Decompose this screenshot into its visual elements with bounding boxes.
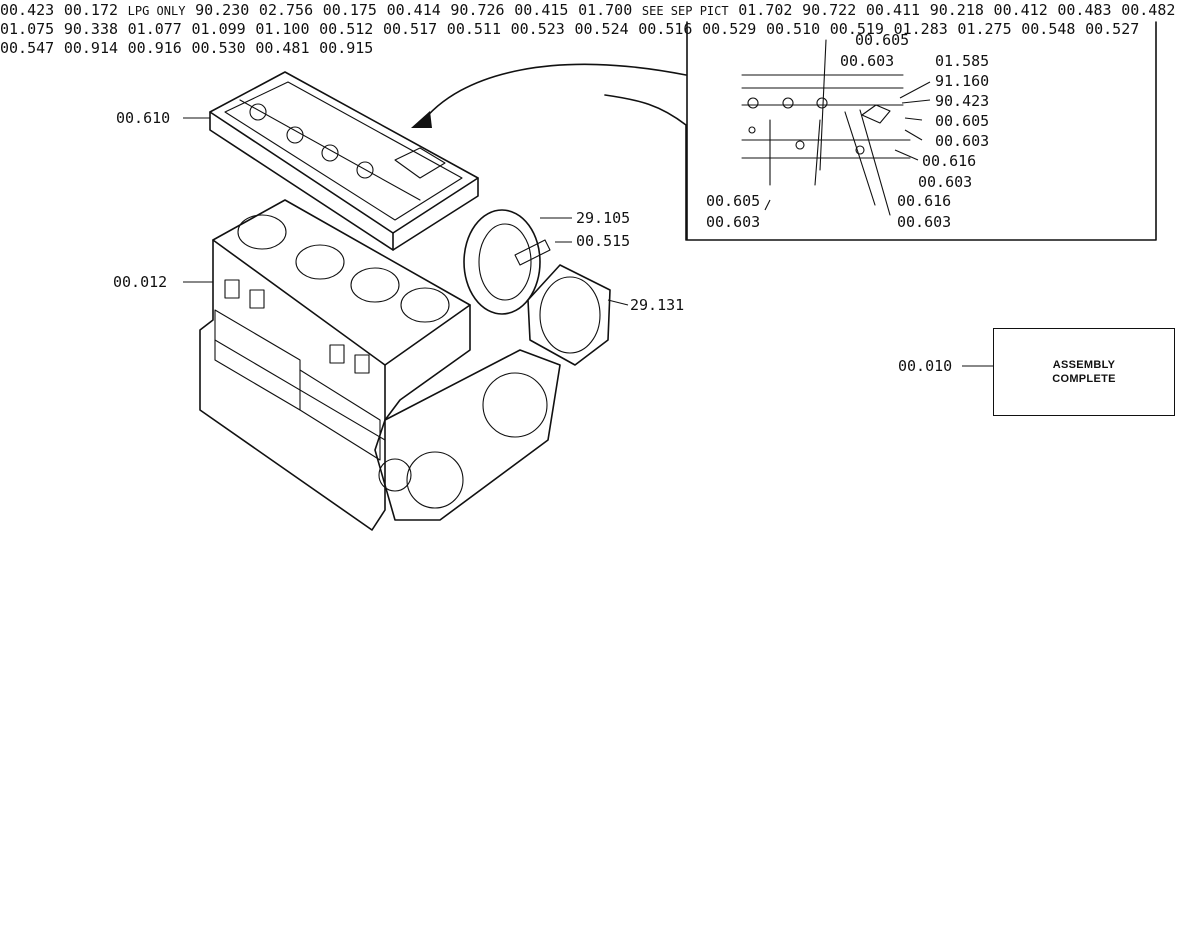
inset-label-6: 00.605 <box>935 112 989 130</box>
label-90-230: 90.230 <box>195 1 250 19</box>
label-00-483: 00.483 <box>1057 1 1112 19</box>
label-00-172: 00.172 <box>63 1 119 19</box>
label-00-511: 00.511 <box>446 20 501 38</box>
label-00-914: 00.914 <box>63 39 119 57</box>
label-00-412: 00.412 <box>993 1 1048 19</box>
label-00-010: 00.010 <box>898 357 952 375</box>
inset-label-8: 00.616 <box>922 152 976 170</box>
label-01-075: 01.075 <box>0 20 55 38</box>
label-lpg-only: LPG ONLY <box>127 4 186 18</box>
inset-label-1: 00.605 <box>855 31 909 49</box>
label-00-610: 00.610 <box>116 109 170 127</box>
inset-detail: 00.605 00.603 01.585 91.160 90.423 00.60… <box>411 21 1157 241</box>
label-01-700: 01.700 <box>578 1 633 19</box>
label-01-099: 01.099 <box>191 20 246 38</box>
label-00-512: 00.512 <box>319 20 374 38</box>
label-29-105: 29.105 <box>576 209 630 227</box>
label-90-218: 90.218 <box>929 1 984 19</box>
label-90-726: 90.726 <box>450 1 505 19</box>
label-01-275: 01.275 <box>957 20 1012 38</box>
label-01-100: 01.100 <box>255 20 310 38</box>
inset-label-7: 00.603 <box>935 132 989 150</box>
inset-label-11: 00.603 <box>897 213 951 231</box>
inset-arrow <box>419 63 687 126</box>
label-00-548: 00.548 <box>1021 20 1076 38</box>
inset-label-9: 00.603 <box>918 173 972 191</box>
label-00-411: 00.411 <box>865 1 921 19</box>
assembly-line-1: ASSEMBLY <box>1052 359 1116 371</box>
label-00-517: 00.517 <box>382 20 438 38</box>
engine-block-drawing <box>199 199 471 531</box>
label-02-756: 02.756 <box>258 1 314 19</box>
label-00-482: 00.482 <box>1121 1 1176 19</box>
inset-label-12: 00.605 <box>706 192 760 210</box>
inset-arrowhead <box>411 111 432 128</box>
label-00-915: 00.915 <box>319 39 374 57</box>
label-00-481: 00.481 <box>255 39 310 57</box>
label-see-sep-pict: SEE SEP PICT <box>641 4 729 18</box>
label-90-338: 90.338 <box>63 20 119 38</box>
label-00-423: 00.423 <box>0 1 55 19</box>
label-00-527: 00.527 <box>1085 20 1140 38</box>
inset-label-5: 90.423 <box>935 92 989 110</box>
label-00-175: 00.175 <box>322 1 377 19</box>
label-00-516: 00.516 <box>638 20 693 38</box>
inset-label-10: 00.616 <box>897 192 951 210</box>
label-00-547: 00.547 <box>0 39 55 57</box>
label-00-414: 00.414 <box>386 1 441 19</box>
inset-frame <box>686 21 1157 241</box>
label-29-131: 29.131 <box>630 296 684 314</box>
label-00-916: 00.916 <box>127 39 182 57</box>
label-00-519: 00.519 <box>829 20 884 38</box>
label-01-702: 01.702 <box>738 1 793 19</box>
label-00-523: 00.523 <box>510 20 565 38</box>
label-01-283: 01.283 <box>893 20 948 38</box>
label-00-524: 00.524 <box>574 20 629 38</box>
label-01-077: 01.077 <box>127 20 182 38</box>
inset-label-4: 91.160 <box>935 72 989 90</box>
assembly-complete-label: ASSEMBLY COMPLETE <box>993 328 1175 416</box>
inset-label-3: 01.585 <box>935 52 989 70</box>
inset-bracket <box>604 94 687 241</box>
inset-label-13: 00.603 <box>706 213 760 231</box>
pulley-drawing <box>463 209 551 315</box>
label-00-510: 00.510 <box>765 20 821 38</box>
inset-label-2: 00.603 <box>840 52 894 70</box>
cover-gasket-drawing <box>527 264 611 366</box>
label-90-722: 90.722 <box>802 1 857 19</box>
head-cover-drawing <box>209 71 479 251</box>
label-00-529: 00.529 <box>702 20 757 38</box>
label-00-530: 00.530 <box>191 39 246 57</box>
assembly-line-2: COMPLETE <box>1052 373 1116 385</box>
label-00-415: 00.415 <box>514 1 569 19</box>
label-00-515: 00.515 <box>576 232 630 250</box>
front-plate-drawing <box>374 349 561 521</box>
label-00-012: 00.012 <box>113 273 167 291</box>
inset-head-detail <box>741 39 931 216</box>
